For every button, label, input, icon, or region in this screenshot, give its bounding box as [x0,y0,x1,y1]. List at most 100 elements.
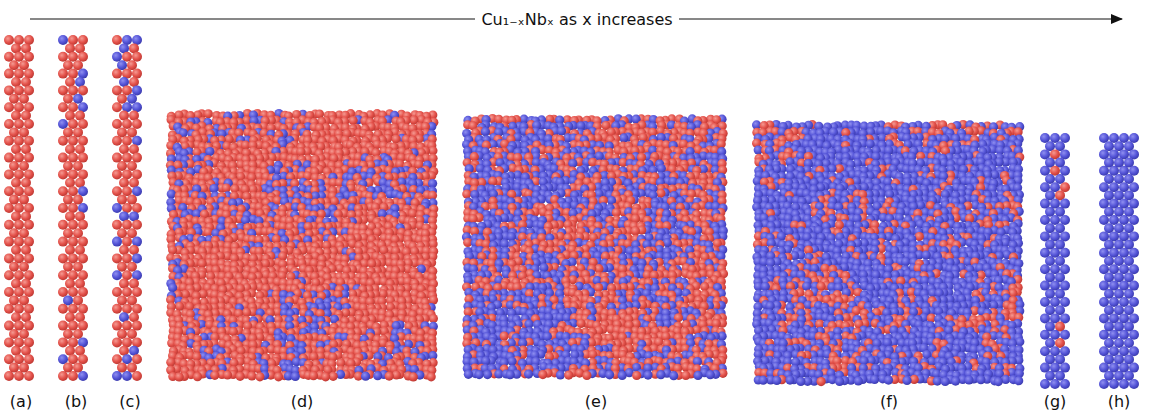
cu-atom [19,195,29,205]
cu-atom [122,220,132,230]
cu-atom [9,295,19,305]
cu-atom [112,354,122,364]
nb-atom [122,354,132,364]
cu-atom [73,228,83,238]
cu-atom [4,85,14,95]
cu-atom [58,337,68,347]
cu-atom [14,153,24,163]
cu-atom [4,287,14,297]
cu-atom [73,127,83,137]
cu-atom [19,295,29,305]
cu-atom [112,220,122,230]
cu-atom [127,127,137,137]
cu-atom [4,102,14,112]
cu-atom [63,262,73,272]
nb-atom [78,371,88,381]
nb-atom [112,203,122,213]
cu-atom [19,60,29,70]
cu-atom [14,371,24,381]
cu-atom [112,136,122,146]
cu-atom [14,119,24,129]
cu-atom [78,85,88,95]
cu-atom [58,253,68,263]
cu-atom [14,220,24,230]
cu-atom [24,371,34,381]
cu-atom [9,195,19,205]
cu-atom [127,195,137,205]
cu-atom [73,262,83,272]
cu-atom [9,228,19,238]
cu-atom [112,287,122,297]
cu-atom [19,161,29,171]
cu-atom [68,186,78,196]
nb-atom [58,354,68,364]
cu-atom [117,262,127,272]
cu-atom [63,161,73,171]
cu-atom [9,60,19,70]
cu-atom [4,35,14,45]
cu-atom [58,69,68,79]
cu-atom [68,52,78,62]
cu-atom [19,329,29,339]
cu-atom [4,337,14,347]
cu-atom [9,363,19,373]
cu-atom [112,153,122,163]
cu-atom [4,169,14,179]
cu-atom [4,186,14,196]
cu-atom [78,354,88,364]
cu-atom [132,371,142,381]
cu-atom [127,161,137,171]
cu-atom [242,308,251,317]
cu-atom [4,270,14,280]
cu-atom [112,186,122,196]
cu-atom [132,354,142,364]
cu-atom [9,161,19,171]
nb-atom [112,52,122,62]
nb-atom [63,295,73,305]
cu-atom [14,321,24,331]
cu-atom [58,220,68,230]
nb-atom [78,186,88,196]
cu-atom [24,287,34,297]
cu-atom [68,85,78,95]
cu-atom [122,253,132,263]
cu-atom [58,186,68,196]
cu-atom [68,354,78,364]
cu-atom [4,119,14,129]
cu-atom [4,69,14,79]
cu-atom [14,52,24,62]
cu-atom [58,203,68,213]
atom-group [4,35,1139,389]
cu-atom [168,245,177,254]
cu-atom [73,161,83,171]
cu-atom [78,321,88,331]
cu-atom [73,363,83,373]
cu-atom [112,337,122,347]
cu-atom [127,60,137,70]
cu-atom [19,228,29,238]
cu-atom [117,295,127,305]
cu-atom [127,262,137,272]
cu-atom [198,259,207,268]
cu-atom [19,262,29,272]
cu-atom [63,60,73,70]
cu-atom [68,287,78,297]
cu-atom [112,102,122,112]
cu-atom [58,169,68,179]
cu-atom [68,253,78,263]
cu-atom [127,329,137,339]
nb-atom [112,371,122,381]
cu-atom [112,304,122,314]
nb-atom [112,270,122,280]
cu-atom [63,195,73,205]
cu-atom [122,153,132,163]
cu-atom [78,52,88,62]
cu-atom [367,259,376,268]
cu-atom [9,329,19,339]
cu-atom [58,102,68,112]
cu-atom [63,127,73,137]
cu-atom [73,60,83,70]
nb-atom [73,94,83,104]
cu-atom [24,153,34,163]
